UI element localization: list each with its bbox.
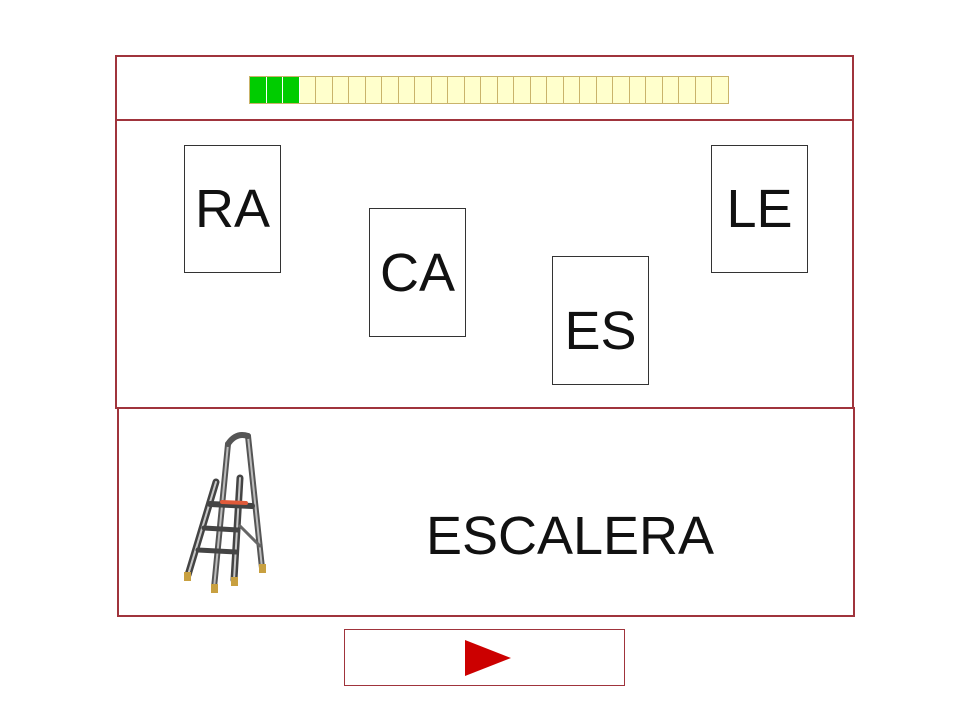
progress-segment-empty (497, 77, 515, 103)
syllable-card-label: ES (564, 300, 637, 361)
progress-segment-empty (365, 77, 383, 103)
play-arrow-icon (465, 640, 511, 676)
progress-segment-empty (382, 77, 399, 103)
progress-segment-empty (563, 77, 581, 103)
progress-segment-empty (695, 77, 713, 103)
progress-segment-empty (481, 77, 498, 103)
target-word: ESCALERA (425, 506, 715, 566)
progress-segment-empty (629, 77, 647, 103)
progress-segment-empty (415, 77, 432, 103)
progress-segment-empty (662, 77, 680, 103)
next-button[interactable] (344, 629, 625, 686)
progress-segment-empty (332, 77, 350, 103)
progress-segment-empty (596, 77, 614, 103)
progress-segment-empty (646, 77, 663, 103)
progress-bar (249, 76, 729, 104)
progress-segment-empty (613, 77, 630, 103)
progress-segment-empty (712, 77, 728, 103)
syllable-card-es[interactable]: ES (552, 256, 649, 385)
syllable-card-label: RA (194, 179, 270, 239)
progress-segment-empty (547, 77, 564, 103)
syllable-card-ca[interactable]: CA (369, 208, 466, 337)
progress-segment-empty (431, 77, 449, 103)
syllable-card-le[interactable]: LE (711, 145, 808, 273)
ladder-icon (184, 432, 266, 593)
progress-segment-empty (349, 77, 366, 103)
progress-segment-empty (580, 77, 597, 103)
progress-segment-empty (530, 77, 548, 103)
progress-segment-empty (299, 77, 317, 103)
progress-segment-filled (250, 77, 267, 103)
progress-segment-empty (679, 77, 696, 103)
syllable-card-label: CA (379, 242, 455, 303)
progress-segment-empty (464, 77, 482, 103)
syllable-card-label: LE (726, 179, 793, 239)
progress-segment-filled (283, 77, 300, 103)
progress-segment-empty (398, 77, 416, 103)
progress-segment-empty (448, 77, 465, 103)
progress-segment-empty (514, 77, 531, 103)
progress-segment-empty (316, 77, 333, 103)
progress-segment-filled (266, 77, 284, 103)
syllable-card-ra[interactable]: RA (184, 145, 281, 273)
